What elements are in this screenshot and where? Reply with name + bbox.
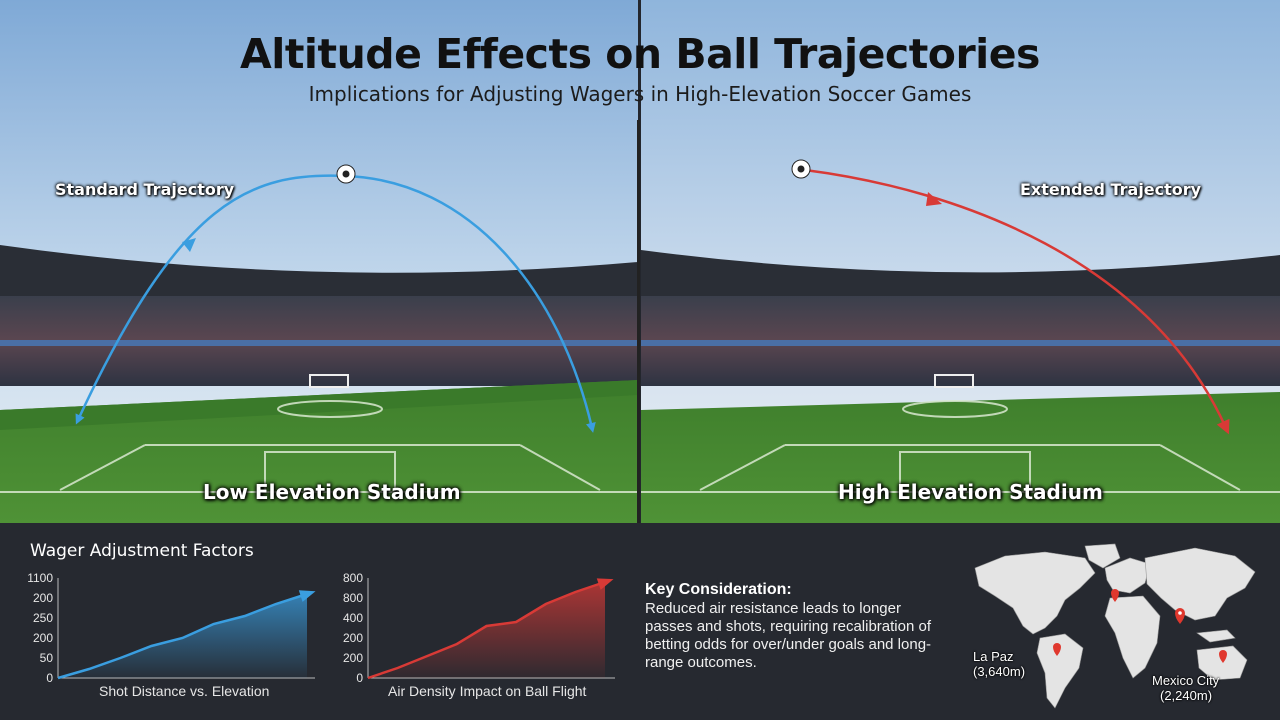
- indonesia-shape: [1196, 629, 1236, 643]
- shot-distance-series-area: [58, 594, 307, 678]
- air-density-series-area: [368, 582, 605, 678]
- shot-distance-y-tick-label: 0: [46, 671, 53, 683]
- extended-trajectory-label: Extended Trajectory: [1020, 180, 1202, 199]
- australia-pin-icon: [1219, 650, 1227, 663]
- air-density-arrow-icon: [596, 578, 614, 590]
- asia-shape: [1144, 547, 1256, 621]
- mexico-city-name: Mexico City: [1152, 673, 1220, 688]
- shot-distance-caption: Shot Distance vs. Elevation: [99, 683, 270, 699]
- air-density-y-tick-label: 800: [343, 573, 363, 585]
- key-consideration-title: Key Consideration:: [645, 581, 792, 598]
- extended-trajectory-line: [804, 168, 1230, 435]
- air-density-y-tick-label: 800: [343, 591, 363, 605]
- air-density-chart: 800 800 400 200 200 0 Air Density Impact on B…: [335, 573, 625, 720]
- page-subtitle: Implications for Adjusting Wagers in Hig…: [308, 82, 972, 106]
- south-america-shape: [1036, 633, 1084, 709]
- mexico-city-pin-icon: [1175, 608, 1185, 624]
- standard-trajectory-descent-line: [344, 174, 596, 433]
- air-density-y-tick-label: 0: [356, 671, 363, 683]
- air-density-chart-svg: 800 800 400 200 200 0: [343, 573, 615, 683]
- africa-shape: [1104, 595, 1161, 679]
- panel-title: Wager Adjustment Factors: [30, 541, 254, 561]
- air-density-y-tick-label: 200: [343, 631, 363, 645]
- australia-shape: [1196, 645, 1248, 681]
- mexico-city-label: Mexico City (2,240m): [1152, 673, 1219, 703]
- shot-distance-y-tick-label: 200: [33, 631, 53, 645]
- stadium-split-illustration: [0, 0, 1280, 523]
- low-elevation-stadium-label: Low Elevation Stadium: [203, 480, 461, 504]
- wager-factors-panel: Wager Adjustment Factors 1100 200 250 200 50…: [0, 523, 1280, 720]
- air-density-y-tick-label: 200: [343, 651, 363, 665]
- shot-distance-y-tick-label: 250: [33, 611, 53, 625]
- la-paz-label: La Paz (3,640m): [973, 649, 1025, 679]
- la-paz-elevation: (3,640m): [973, 664, 1026, 679]
- shot-distance-series-line: [57, 592, 308, 680]
- shot-distance-chart: 1100 200 250 200 50 0 Shot Distance vs. Eleva…: [25, 573, 325, 720]
- shot-distance-y-tick-label: 50: [40, 651, 54, 665]
- world-map: [974, 543, 1256, 709]
- la-paz-name: La Paz: [973, 649, 1014, 664]
- shot-distance-arrow-icon: [298, 590, 316, 602]
- soccer-ball-icon: [791, 159, 811, 179]
- la-paz-pin-icon: [1053, 643, 1061, 656]
- shot-distance-y-tick-label: 1100: [27, 573, 53, 585]
- standard-trajectory-line: [75, 174, 346, 425]
- page-title: Altitude Effects on Ball Trajectories: [240, 30, 1040, 78]
- air-density-series-line: [367, 580, 606, 680]
- soccer-ball-icon: [336, 164, 356, 184]
- key-consideration-body: Reduced air resistance leads to longer p…: [645, 600, 932, 671]
- high-elevation-stadium-label: High Elevation Stadium: [838, 480, 1103, 504]
- europe-shape: [1104, 557, 1151, 594]
- air-density-caption: Air Density Impact on Ball Flight: [388, 683, 587, 699]
- hero-scene: Altitude Effects on Ball Trajectories Im…: [0, 0, 1280, 523]
- shot-distance-y-tick-label: 200: [33, 591, 53, 605]
- mexico-city-elevation: (2,240m): [1160, 688, 1213, 703]
- standard-trajectory-label: Standard Trajectory: [55, 180, 235, 199]
- north-america-shape: [974, 551, 1096, 635]
- shot-distance-chart-svg: 1100 200 250 200 50 0: [27, 573, 316, 683]
- air-density-y-tick-label: 400: [343, 611, 363, 625]
- greenland-shape: [1084, 543, 1121, 569]
- europe-pin-icon: [1111, 589, 1119, 602]
